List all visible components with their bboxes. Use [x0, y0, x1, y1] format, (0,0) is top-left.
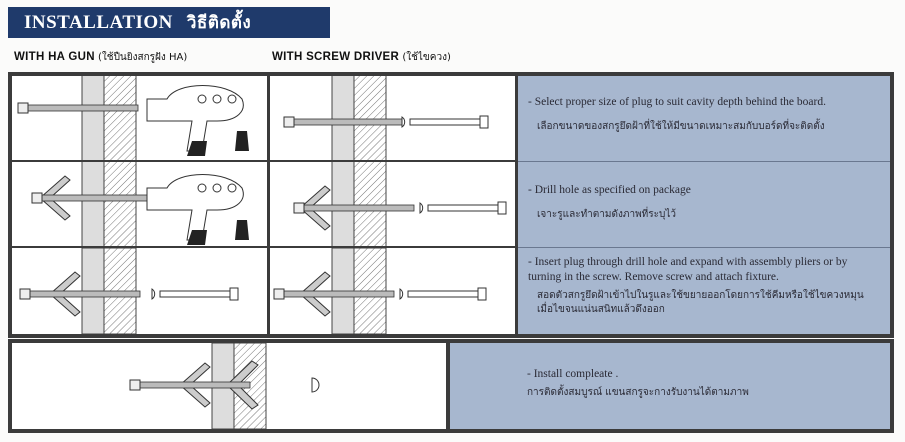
- ha-gun-step-1-illustration: [12, 76, 267, 160]
- instructions-panel: - Select proper size of plug to suit cav…: [518, 76, 890, 334]
- subhead-thai: (ใช้ไขควง): [402, 52, 451, 63]
- header-title: INSTALLATION: [24, 12, 173, 33]
- ha-gun-step-2-illustration: [12, 162, 267, 246]
- install-complete-panel: - Install compleate . การติดตั้งสมบูรณ์ แ…: [450, 343, 890, 429]
- instruction-step-2: - Drill hole as specified on package เจาะ…: [518, 162, 890, 248]
- instruction-th: สอดตัวสกรูยึดฝ้าเข้าไปในรูและใช้ขยายออกโ…: [537, 290, 864, 315]
- subhead-ha-gun: WITH HA GUN (ใช้ปืนยิงสกรูฝัง HA): [14, 50, 187, 65]
- instruction-en: - Insert plug through drill hole and exp…: [528, 256, 848, 283]
- instruction-step-4: - Install compleate . การติดตั้งสมบูรณ์ แ…: [450, 343, 890, 429]
- complete-frame: - Install compleate . การติดตั้งสมบูรณ์ แ…: [8, 339, 894, 433]
- instruction-th: เจาะรูและทำตามดังภาพที่ระบุไว้: [537, 209, 676, 220]
- screwdriver-step-1-illustration: [270, 76, 515, 160]
- subhead-bold: WITH HA GUN: [14, 51, 95, 63]
- subhead-thai: (ใช้ปืนยิงสกรูฝัง HA): [98, 52, 188, 63]
- install-complete-illustration: [12, 343, 446, 429]
- steps-frame: - Select proper size of plug to suit cav…: [8, 72, 894, 338]
- instruction-th: เลือกขนาดของสกรูยึดฝ้าที่ใช้ให้มีขนาดเหม…: [537, 121, 825, 132]
- subhead-bold: WITH SCREW DRIVER: [272, 51, 400, 63]
- ha-gun-step-3-illustration: [12, 248, 267, 334]
- subhead-screw-driver: WITH SCREW DRIVER (ใช้ไขควง): [272, 50, 451, 65]
- instruction-th: การติดตั้งสมบูรณ์ แขนสกรูจะกางรับงานได้ต…: [527, 387, 749, 398]
- screwdriver-step-3-illustration: [270, 248, 515, 334]
- instruction-step-3: - Insert plug through drill hole and exp…: [518, 248, 890, 334]
- instruction-en: - Install compleate .: [527, 368, 619, 380]
- instruction-en: - Select proper size of plug to suit cav…: [528, 96, 826, 108]
- instruction-en: - Drill hole as specified on package: [528, 184, 691, 196]
- header-title-thai: วิธีติดตั้ง: [186, 13, 252, 33]
- section-header: INSTALLATION วิธีติดตั้ง: [8, 7, 330, 38]
- screwdriver-step-2-illustration: [270, 162, 515, 246]
- instruction-step-1: - Select proper size of plug to suit cav…: [518, 76, 890, 162]
